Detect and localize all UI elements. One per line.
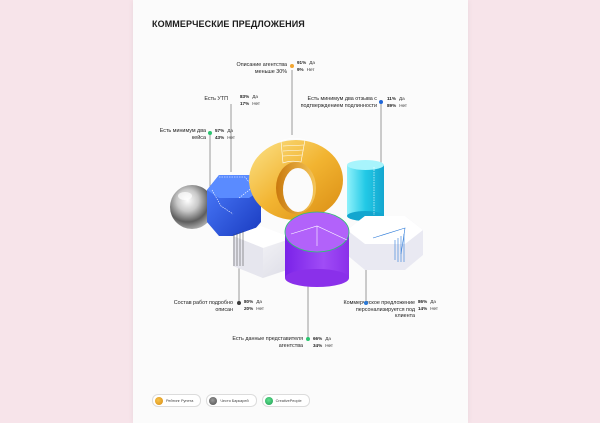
runet-rating-logo-icon: [155, 396, 163, 405]
label-reviews: Есть минимум два отзыва с подтверждением…: [300, 96, 377, 109]
stat-representative-data: 66%Да 34%Нет: [313, 336, 334, 348]
badge-runet-rating[interactable]: Рейтинг Рунета: [152, 394, 202, 407]
creativepeople-logo-icon: [264, 396, 273, 405]
purple-cylinder: [284, 211, 350, 287]
white-block: [347, 216, 423, 270]
author-avatar: [209, 396, 218, 405]
marker-dot: [364, 301, 368, 305]
silver-sphere: [170, 185, 214, 229]
badge-label: CreativePeople: [275, 398, 302, 403]
cyan-cylinder: [347, 160, 384, 221]
marker-dot: [208, 131, 212, 135]
badge-creativepeople[interactable]: CreativePeople: [261, 394, 310, 407]
label-cases: Есть минимум два кейса: [159, 128, 206, 141]
page-title: КОММЕРЧЕСКИЕ ПРЕДЛОЖЕНИЯ: [152, 19, 305, 29]
white-cube: [233, 226, 293, 278]
infographic-card: КОММЕРЧЕСКИЕ ПРЕДЛОЖЕНИЯ: [133, 0, 468, 423]
marker-dot: [306, 337, 310, 341]
label-agency-description: Описание агентства меньше 30%: [236, 62, 288, 75]
marker-dot: [290, 64, 294, 68]
gold-ring: [249, 137, 343, 220]
blue-prism: [207, 175, 261, 236]
badge-author[interactable]: Честя Баркарей: [206, 394, 257, 407]
footer-badges: Рейтинг Рунета Честя Баркарей CreativePe…: [152, 394, 310, 407]
stat-usp: 83%Да 17%Нет: [240, 94, 261, 106]
marker-dot: [237, 301, 241, 305]
stat-reviews: 11%Да 89%Нет: [387, 96, 408, 108]
label-usp: Есть УТП: [204, 96, 228, 102]
badge-label: Честя Баркарей: [220, 398, 249, 403]
stat-agency-description: 91%Да 9%Нет: [297, 60, 315, 72]
infographic-illustration: [170, 70, 423, 339]
marker-dot: [379, 100, 383, 104]
badge-label: Рейтинг Рунета: [166, 398, 194, 403]
stat-cases: 57%Да 43%Нет: [215, 128, 236, 140]
stat-personalization: 86%Да 14%Нет: [418, 299, 439, 311]
stat-scope-of-work: 80%Да 20%Нет: [244, 299, 265, 311]
label-representative-data: Есть данные представителя агентства: [232, 336, 303, 349]
label-scope-of-work: Состав работ подробно описан: [173, 300, 233, 313]
label-personalization: Коммерческое предложение персонализирует…: [343, 300, 415, 320]
